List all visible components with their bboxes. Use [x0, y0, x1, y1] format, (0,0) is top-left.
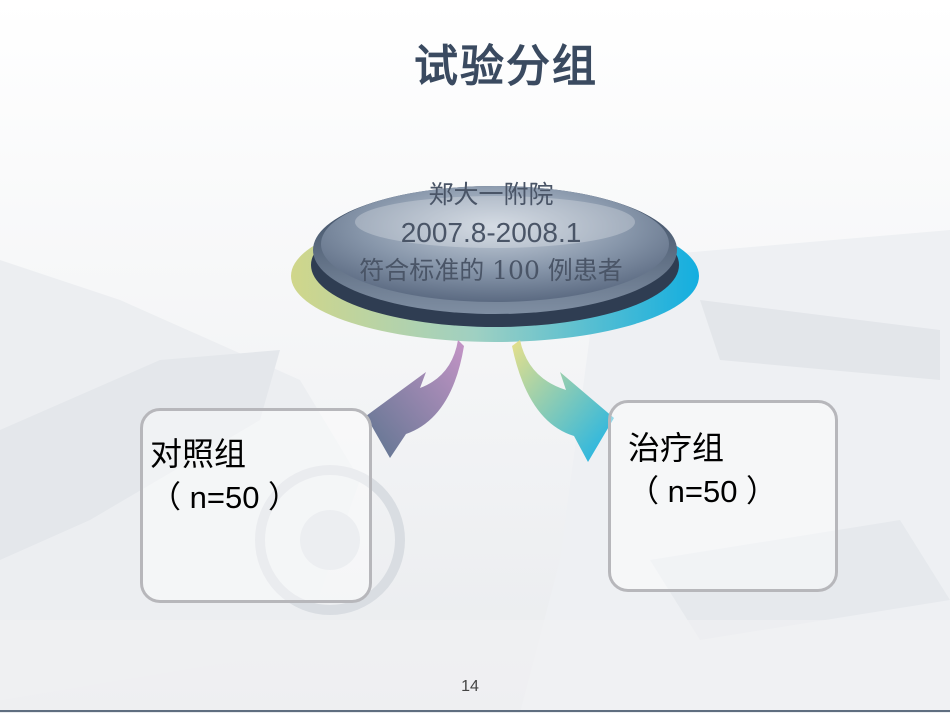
treatment-group-box — [608, 400, 838, 592]
left-arrow — [366, 340, 464, 458]
treatment-group-label: 治疗组 — [628, 429, 725, 467]
control-group-label: 对照组 — [150, 435, 247, 473]
treatment-group-count: （ n=50 ） — [628, 474, 778, 509]
right-arrow — [512, 340, 614, 462]
slide-title: 试验分组 — [414, 41, 598, 92]
page-number: 14 — [461, 678, 479, 695]
hospital-name: 郑大一附院 — [428, 180, 554, 209]
source-description: 郑大一附院 2007.8-2008.1 符合标准的 100 例患者 — [316, 176, 666, 290]
split-arrows — [366, 340, 614, 462]
control-group-box — [140, 408, 372, 603]
date-range: 2007.8-2008.1 — [400, 217, 582, 248]
patient-count: 符合标准的 100 例患者 — [359, 256, 623, 285]
source-disc — [291, 186, 699, 342]
control-group-count: （ n=50 ） — [150, 480, 300, 515]
footer-divider — [0, 710, 950, 712]
